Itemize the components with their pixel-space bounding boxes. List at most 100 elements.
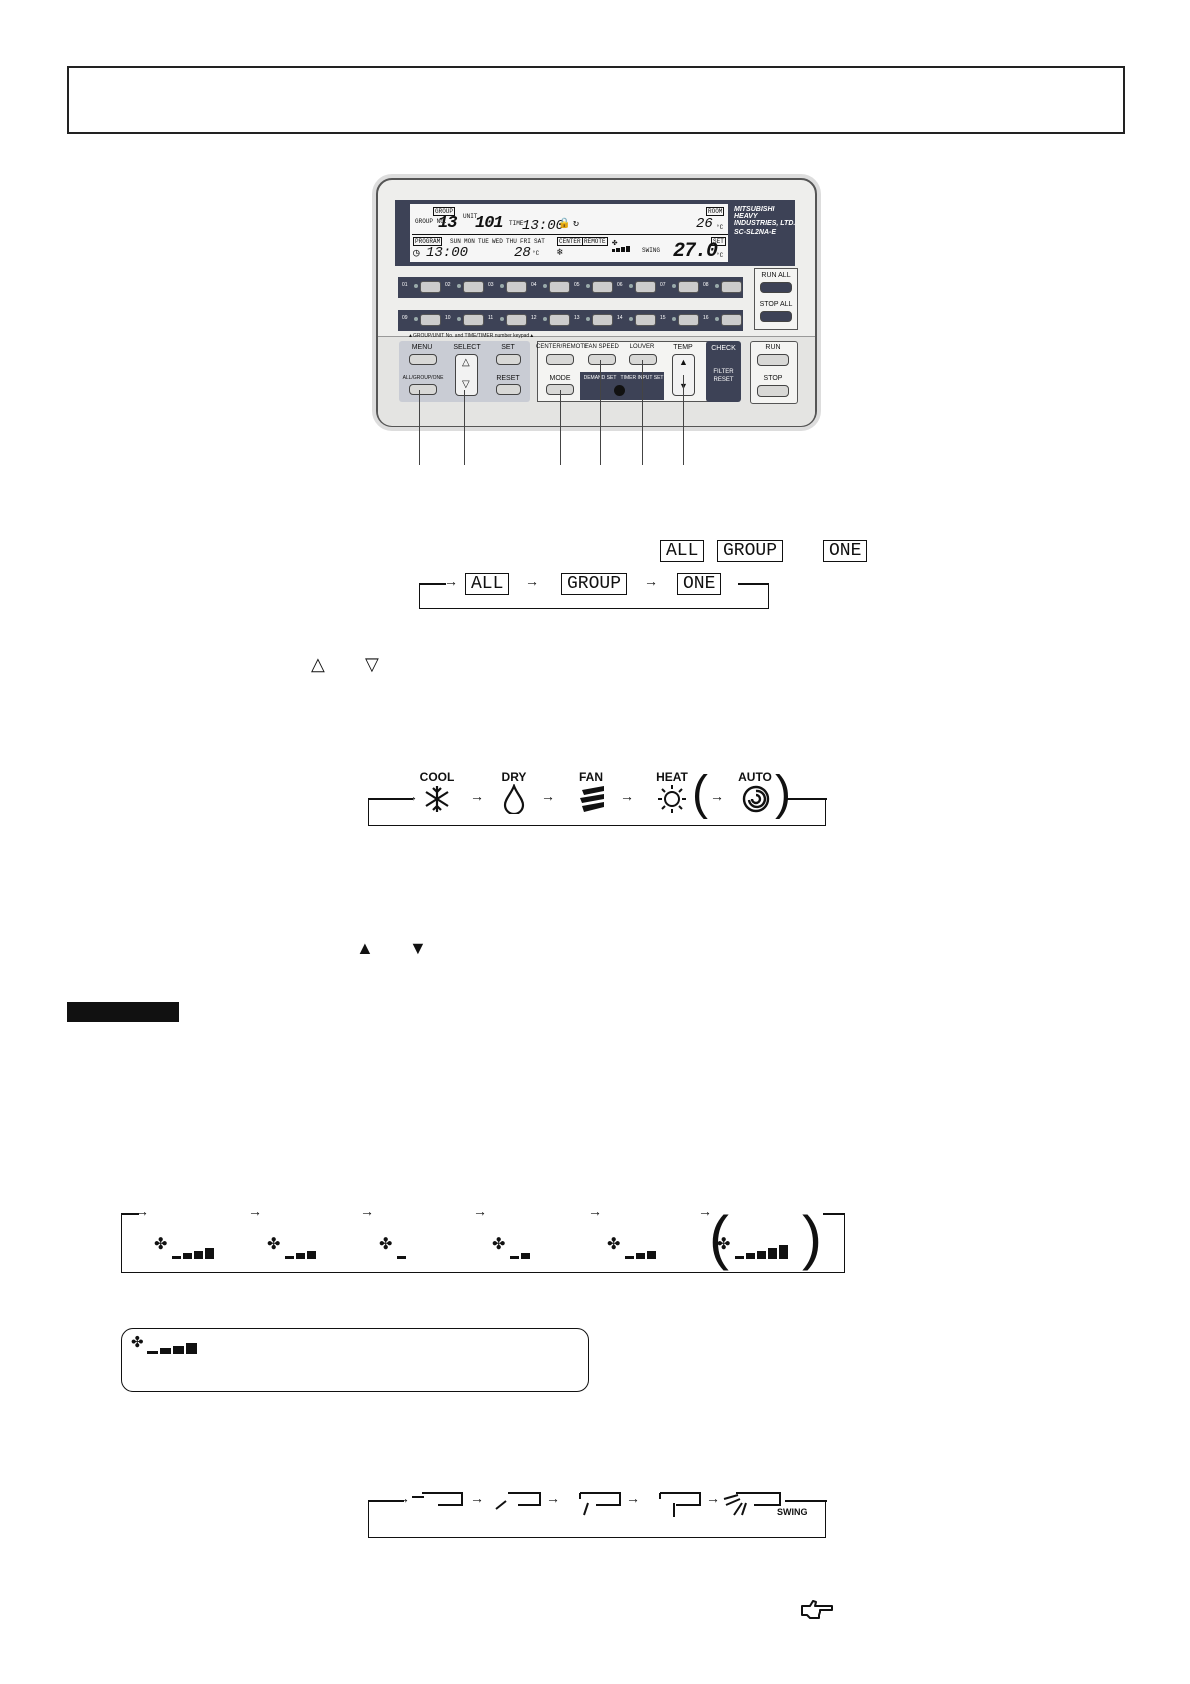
zone-key[interactable] <box>549 281 570 293</box>
zone-button-07[interactable]: 07 <box>658 280 701 295</box>
zone-key[interactable] <box>506 314 527 326</box>
zone-key[interactable] <box>635 281 656 293</box>
cycle-group: GROUP <box>561 573 628 595</box>
fan-icon: ✤ <box>154 1236 168 1253</box>
mode-auto-label: AUTO <box>738 770 772 784</box>
zone-number: 07 <box>660 282 666 288</box>
fan-icon: ✤ <box>607 1236 621 1253</box>
fan-icon: ✤ <box>131 1334 144 1351</box>
fan-level-bar <box>205 1248 214 1259</box>
filter-reset-label[interactable]: FILTER RESET <box>713 369 734 383</box>
sensor-dot <box>614 385 625 396</box>
zone-key[interactable] <box>420 314 441 326</box>
zone-key[interactable] <box>678 314 699 326</box>
zone-button-01[interactable]: 01 <box>400 280 443 295</box>
select-up-icon: △ <box>462 357 470 368</box>
zone-key[interactable] <box>721 314 742 326</box>
zone-number: 04 <box>531 282 537 288</box>
run-all-button[interactable] <box>760 282 792 293</box>
zone-key[interactable] <box>678 281 699 293</box>
snowflake-icon <box>423 784 451 819</box>
zone-button-11[interactable]: 11 <box>486 313 529 328</box>
zone-button-05[interactable]: 05 <box>572 280 615 295</box>
zone-number: 09 <box>402 315 408 321</box>
fan-level-bar <box>172 1256 181 1259</box>
fan-speed-label: FAN SPEED <box>585 344 619 350</box>
legend-group: GROUP <box>717 540 784 562</box>
arrow-icon: → <box>525 573 539 589</box>
zone-key[interactable] <box>635 314 656 326</box>
zone-number: 12 <box>531 315 537 321</box>
select-button[interactable]: △ ▽ <box>455 354 478 396</box>
zone-button-12[interactable]: 12 <box>529 313 572 328</box>
fan-level-bar <box>285 1256 294 1259</box>
optional-paren-close: ) <box>802 1204 822 1271</box>
zone-key[interactable] <box>721 281 742 293</box>
zone-button-06[interactable]: 06 <box>615 280 658 295</box>
menu-button[interactable] <box>409 354 437 365</box>
lcd-group-no-label: GROUP No. <box>415 218 448 225</box>
zone-indicator-led <box>457 284 461 288</box>
zone-button-02[interactable]: 02 <box>443 280 486 295</box>
lcd-unit-number: 101 <box>475 214 504 233</box>
zone-button-08[interactable]: 08 <box>701 280 744 295</box>
legend-all: ALL <box>660 540 705 562</box>
sun-icon <box>656 784 688 819</box>
zone-key[interactable] <box>463 281 484 293</box>
lcd-program-time: 13:00 <box>426 245 469 261</box>
fan-level-bar <box>647 1251 656 1259</box>
fan-icon: ✤ <box>267 1236 281 1253</box>
lcd-program-label: PROGRAM <box>413 237 443 246</box>
fan-level-bar <box>173 1346 184 1354</box>
zone-button-15[interactable]: 15 <box>658 313 701 328</box>
set-button[interactable] <box>496 354 521 365</box>
auto-swirl-icon <box>741 784 771 819</box>
zone-key[interactable] <box>549 314 570 326</box>
lcd-time-label: TIME <box>509 220 524 227</box>
zone-button-09[interactable]: 09 <box>400 313 443 328</box>
lcd-center-label: CENTER <box>557 237 583 246</box>
zone-button-10[interactable]: 10 <box>443 313 486 328</box>
arrow-icon: → <box>404 788 418 804</box>
reset-button[interactable] <box>496 384 521 395</box>
zone-button-03[interactable]: 03 <box>486 280 529 295</box>
zone-number: 16 <box>703 315 709 321</box>
mode-label: MODE <box>549 375 571 382</box>
louver-cycle-loop <box>368 1500 826 1538</box>
legend-one: ONE <box>823 540 868 562</box>
leader-line-mode <box>560 390 561 465</box>
lcd-program-temp: 28 <box>514 245 531 261</box>
center-remote-button[interactable] <box>546 354 574 365</box>
zone-key[interactable] <box>592 281 613 293</box>
fan-level-bar <box>746 1253 755 1259</box>
louver-button[interactable] <box>629 354 657 365</box>
lcd-group-label: GROUP <box>433 207 456 216</box>
stop-button[interactable] <box>757 385 789 397</box>
run-button[interactable] <box>757 354 789 366</box>
zone-button-04[interactable]: 04 <box>529 280 572 295</box>
leader-line-all-group-one <box>419 390 420 465</box>
all-group-one-button[interactable] <box>409 384 437 395</box>
zone-key[interactable] <box>506 281 527 293</box>
zone-indicator-led <box>672 284 676 288</box>
fan-level-bar <box>397 1256 406 1259</box>
fan-speed-button[interactable] <box>588 354 616 365</box>
lcd-day-fri: FRI <box>520 238 531 245</box>
fan-level-bar <box>147 1351 158 1354</box>
zone-key[interactable] <box>463 314 484 326</box>
louver-label: LOUVER <box>629 344 655 350</box>
lcd-day-sun: SUN <box>450 238 461 245</box>
arrow-icon: → <box>444 573 458 589</box>
lcd-unit-label: UNIT <box>463 213 478 220</box>
zone-indicator-led <box>715 284 719 288</box>
lcd-set-unit: °C <box>716 252 724 259</box>
stop-all-button[interactable] <box>760 311 792 322</box>
check-label[interactable]: CHECK <box>711 345 736 352</box>
zone-key[interactable] <box>420 281 441 293</box>
zone-button-14[interactable]: 14 <box>615 313 658 328</box>
zone-button-16[interactable]: 16 <box>701 313 744 328</box>
zone-key[interactable] <box>592 314 613 326</box>
zone-button-13[interactable]: 13 <box>572 313 615 328</box>
center-remote-label: CENTER/REMOTE <box>536 344 589 350</box>
brand-name: MITSUBISHI HEAVY INDUSTRIES, LTD. <box>734 206 796 227</box>
